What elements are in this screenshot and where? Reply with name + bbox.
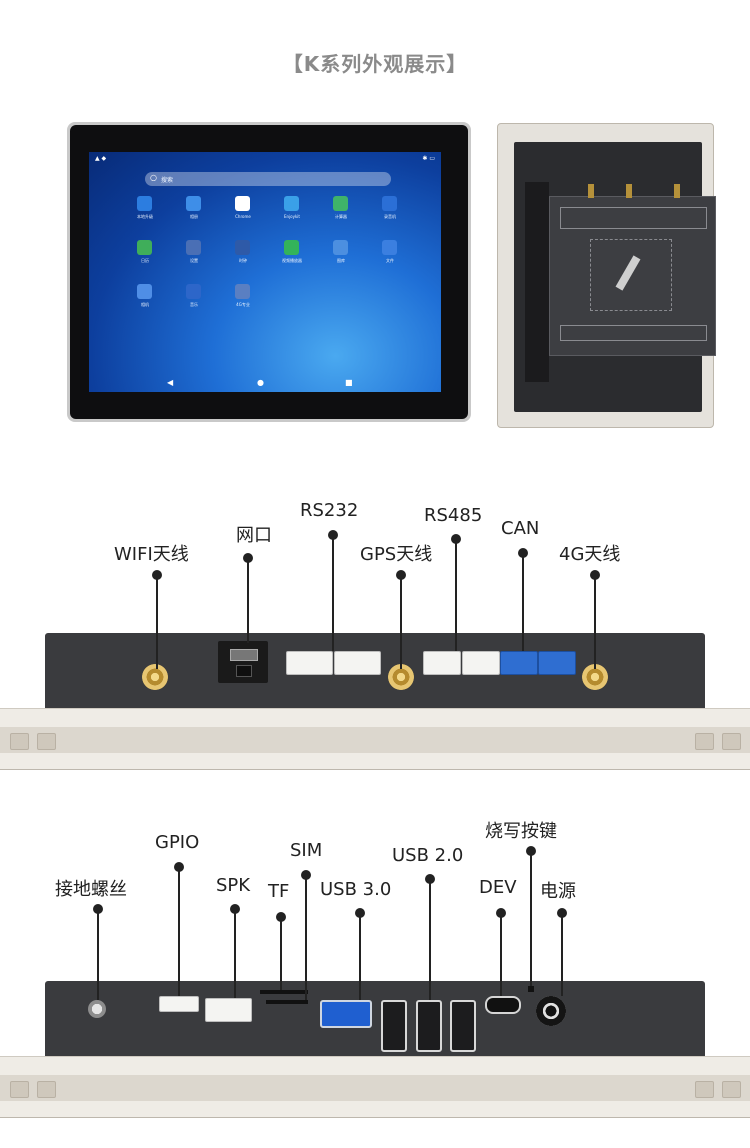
app-icon[interactable] [333, 240, 348, 255]
app-label: 文件 [386, 258, 394, 263]
app-icon[interactable] [333, 196, 348, 211]
label-spk: SPK [216, 875, 251, 896]
bottom-io-panel [45, 981, 705, 1059]
usb2-port-1 [381, 1000, 407, 1052]
app-icon[interactable] [382, 240, 397, 255]
lan-port [218, 641, 268, 683]
can-connector-1 [500, 651, 538, 675]
search-bar[interactable]: ○ 搜索 [145, 172, 391, 186]
label-burn: 烧写按键 [485, 821, 557, 842]
app-icon[interactable] [186, 196, 201, 211]
app-label: 日历 [141, 258, 149, 263]
page-title: 【K系列外观展示】 [282, 52, 468, 76]
app-icon[interactable] [284, 196, 299, 211]
label-4g: 4G天线 [559, 544, 621, 565]
app-label: 视频播放器 [282, 258, 302, 263]
wifi-antenna-connector [142, 664, 168, 690]
rs232-connector-2 [334, 651, 381, 675]
app-label: 时钟 [239, 258, 247, 263]
gpio-connector [159, 996, 199, 1012]
app-icon[interactable] [137, 284, 152, 299]
rear-box [549, 196, 716, 356]
nav-back-icon[interactable]: ◀ [167, 378, 174, 387]
usb2-port-2 [416, 1000, 442, 1052]
app-icon[interactable] [186, 240, 201, 255]
usb2-port-3 [450, 1000, 476, 1052]
rs485-connector-2 [462, 651, 500, 675]
top-rail [0, 708, 750, 770]
app-label: 图库 [337, 258, 345, 263]
app-icon[interactable] [137, 196, 152, 211]
app-label: Enjoykit [284, 214, 300, 219]
label-wifi: WIFI天线 [114, 544, 189, 565]
app-label: 录音机 [384, 214, 396, 219]
label-dev: DEV [479, 877, 517, 898]
app-label: 本地升级 [137, 214, 153, 219]
can-connector-2 [538, 651, 576, 675]
usb3-port [320, 1000, 372, 1028]
ground-screw [88, 1000, 106, 1018]
spk-connector [205, 998, 252, 1022]
app-icon[interactable] [284, 240, 299, 255]
label-ground: 接地螺丝 [55, 879, 127, 900]
sim-slot [266, 1000, 308, 1004]
search-placeholder: 搜索 [161, 177, 174, 184]
tf-slot [260, 990, 308, 994]
app-label: 音乐 [190, 302, 198, 307]
label-can: CAN [501, 518, 540, 539]
app-label: 设置 [190, 258, 198, 263]
burn-button [528, 986, 534, 992]
label-sim: SIM [290, 840, 323, 861]
app-label: 相册 [190, 214, 198, 219]
app-label: 相机 [141, 302, 149, 307]
label-tf: TF [268, 881, 290, 902]
app-icon[interactable] [137, 240, 152, 255]
app-icon[interactable] [382, 196, 397, 211]
rs485-connector-1 [423, 651, 461, 675]
label-usb2: USB 2.0 [392, 845, 464, 866]
label-rs485: RS485 [424, 505, 483, 526]
app-label: 计算器 [335, 214, 347, 219]
tablet-back-image [497, 123, 716, 428]
power-jack [536, 996, 566, 1026]
app-icon[interactable] [235, 240, 250, 255]
rs232-connector-1 [286, 651, 333, 675]
label-power: 电源 [540, 881, 576, 902]
label-usb3: USB 3.0 [320, 879, 392, 900]
app-icon[interactable] [186, 284, 201, 299]
nav-home-icon[interactable]: ● [257, 378, 264, 387]
app-grid: 本地升级 相册 Chrome Enjoykit 计算器 录音机日历 设置 时钟 视频播放器 图库 文… [89, 152, 441, 392]
search-icon: ○ [150, 173, 157, 182]
app-label: Chrome [235, 214, 251, 219]
label-rs232: RS232 [300, 500, 359, 521]
app-label: 4G专业 [236, 302, 250, 307]
usb-c-port [485, 996, 521, 1014]
app-icon[interactable] [235, 196, 250, 211]
label-gps: GPS天线 [360, 544, 433, 565]
nav-recent-icon[interactable]: ■ [345, 378, 353, 387]
app-icon[interactable] [235, 284, 250, 299]
label-lan: 网口 [236, 525, 272, 546]
bottom-rail [0, 1056, 750, 1118]
label-gpio: GPIO [155, 832, 200, 853]
